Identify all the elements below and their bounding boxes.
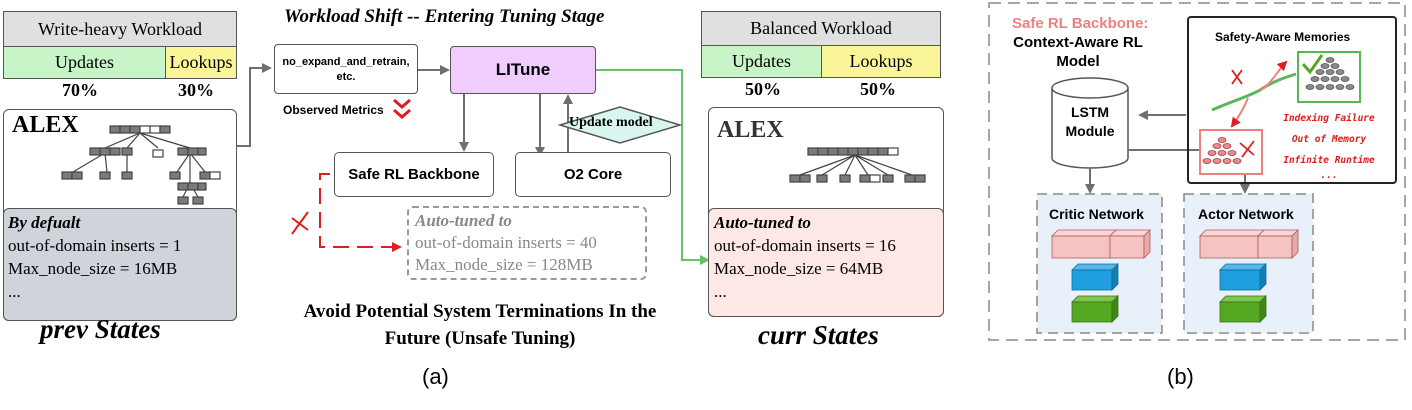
left-config-line: Max_node_size = 16MB <box>8 259 178 278</box>
panel-b-frame <box>988 2 1406 341</box>
left-config-box: By defualt out-of-domain inserts = 1 Max… <box>3 208 237 321</box>
safety-memories-box <box>1187 16 1397 184</box>
middle-caption-line: Avoid Potential System Terminations In t… <box>303 301 657 322</box>
right-updates-pct: 50% <box>745 79 781 99</box>
lstm-label-line: Module <box>1065 123 1115 139</box>
middle-caption: Avoid Potential System Terminations In t… <box>262 298 698 352</box>
right-lookups-pct: 50% <box>860 79 896 99</box>
failure-item: Out of Memory <box>1291 134 1367 145</box>
left-workload-title: Write-heavy Workload <box>3 11 237 47</box>
right-workload-title: Balanced Workload <box>701 11 941 46</box>
left-config-line: out-of-domain inserts = 1 <box>8 236 182 255</box>
metrics-box: no_expand_and_retrain, etc. <box>274 44 418 94</box>
failure-list: Indexing Failure Out of Memory Infinite … <box>1270 108 1388 181</box>
memory-failure-icon <box>1199 129 1263 175</box>
red-x-mark <box>291 211 309 235</box>
failure-item: Indexing Failure <box>1283 113 1375 124</box>
right-config-heading: Auto-tuned to <box>714 213 811 232</box>
green-arrow <box>596 69 710 265</box>
unsafe-config-heading: Auto-tuned to <box>415 211 512 230</box>
left-updates-pct: 70% <box>62 80 98 100</box>
unsafe-config-box: Auto-tuned to out-of-domain inserts = 40… <box>407 206 647 280</box>
failure-item: Infinite Runtime <box>1283 155 1375 166</box>
unsafe-config-line: out-of-domain inserts = 40 <box>415 233 597 252</box>
right-config-box: Auto-tuned to out-of-domain inserts = 16… <box>708 208 944 317</box>
memory-safe-icon <box>1297 51 1361 103</box>
chevron-down-icon <box>393 98 411 119</box>
litune-node: LITune <box>450 46 596 94</box>
figure-label-a: (a) <box>422 364 449 389</box>
metrics-box-line: etc. <box>336 71 356 83</box>
critic-network-label: Critic Network <box>1049 206 1144 222</box>
failure-x-icon <box>1231 69 1243 85</box>
unsafe-config-line: Max_node_size = 128MB <box>415 255 593 274</box>
right-config-line: out-of-domain inserts = 16 <box>714 236 896 255</box>
lstm-label: LSTM Module <box>1052 103 1128 141</box>
left-states-label: prev States <box>40 314 161 344</box>
middle-caption-line: Future (Unsafe Tuning) <box>384 328 576 349</box>
right-updates-cell: Updates <box>701 45 822 78</box>
actor-blocks <box>1199 229 1299 259</box>
metrics-box-line: no_expand_and_retrain, <box>282 56 410 68</box>
failure-item: ... <box>1320 170 1338 181</box>
right-lookups-cell: Lookups <box>821 45 941 78</box>
figure-label-b: (b) <box>1167 364 1194 389</box>
safe-rl-node: Safe RL Backbone <box>334 152 494 197</box>
actor-blue-block <box>1219 263 1267 291</box>
unsafe-red-arrow <box>319 173 402 252</box>
critic-green-block <box>1071 295 1119 323</box>
safety-memories-title: Safety-Aware Memories <box>1215 30 1351 44</box>
right-config-line: Max_node_size = 64MB <box>714 259 884 278</box>
left-config-heading: By defualt <box>8 213 81 232</box>
context-model-title-line: Context-Aware RL <box>1013 34 1143 51</box>
left-lookups-pct: 30% <box>178 80 214 100</box>
update-model-label: Update model <box>569 115 653 130</box>
middle-title: Workload Shift -- Entering Tuning Stage <box>284 6 605 27</box>
critic-blue-block <box>1071 263 1119 291</box>
update-model-diamond <box>557 106 683 144</box>
alex-tree-right <box>789 147 926 183</box>
critic-blocks <box>1051 229 1151 259</box>
left-updates-cell: Updates <box>3 46 166 79</box>
right-config-line: ... <box>714 282 727 301</box>
flow-arrows <box>236 63 573 160</box>
right-states-label: curr States <box>758 320 879 350</box>
right-alex-label: ALEX <box>717 117 784 143</box>
context-model-title-line: Model <box>1056 53 1100 70</box>
left-lookups-cell: Lookups <box>165 46 237 79</box>
context-model-title: Context-Aware RL Model <box>1008 33 1148 71</box>
safe-rl-title: Safe RL Backbone: <box>1012 15 1149 32</box>
left-alex-label: ALEX <box>12 112 79 138</box>
actor-network-label: Actor Network <box>1198 206 1294 222</box>
actor-green-block <box>1219 295 1267 323</box>
o2-core-node: O2 Core <box>515 152 671 197</box>
alex-tree-left <box>61 125 221 205</box>
lstm-label-line: LSTM <box>1070 104 1110 120</box>
left-config-line: ... <box>8 282 21 301</box>
observed-metrics-label: Observed Metrics <box>283 103 384 117</box>
